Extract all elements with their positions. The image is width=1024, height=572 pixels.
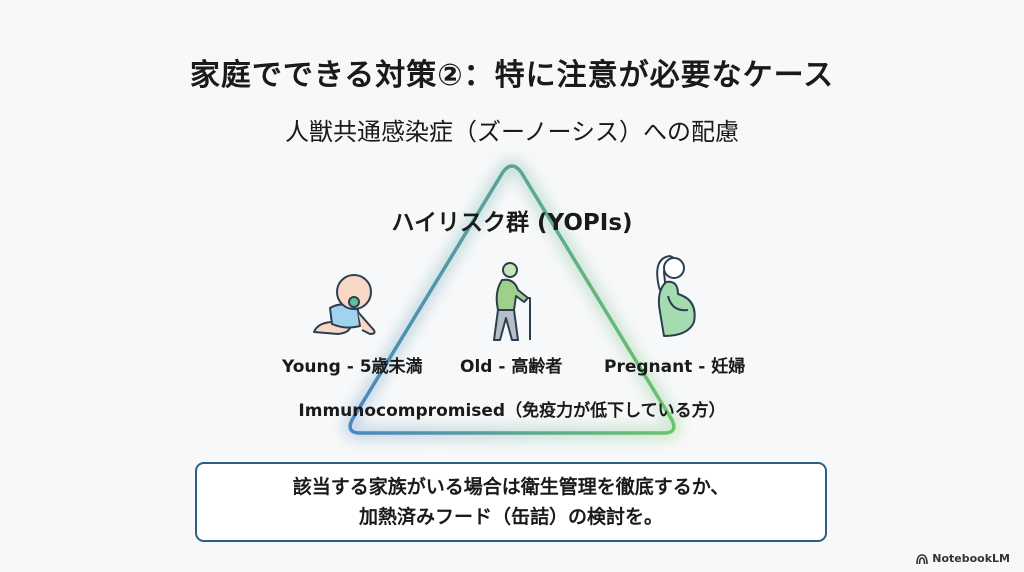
pregnant-icon — [656, 255, 696, 337]
slide-subtitle: 人獣共通感染症（ズーノーシス）への配慮 — [284, 118, 740, 146]
group-label-young: Young - 5歳未満 — [282, 357, 423, 377]
notebooklm-logo-icon — [916, 553, 929, 564]
group-label-pregnant: Pregnant - 妊婦 — [604, 357, 746, 377]
slide-title: 家庭でできる対策②：特に注意が必要なケース — [189, 58, 835, 93]
advice-box: 該当する家族がいる場合は衛生管理を徹底するか、 加熱済みフード（缶詰）の検討を。 — [195, 462, 827, 542]
elderly-icon — [493, 262, 531, 341]
high-risk-group-title: ハイリスク群 (YOPIs) — [391, 210, 633, 236]
group-label-old: Old - 高齢者 — [460, 357, 563, 377]
immunocompromised-label: Immunocompromised（免疫力が低下している方） — [298, 401, 726, 421]
advice-line-2: 加熱済みフード（缶詰）の検討を。 — [358, 506, 663, 528]
advice-line-1: 該当する家族がいる場合は衛生管理を徹底するか、 — [292, 476, 730, 498]
brand-name: NotebookLM — [932, 552, 1010, 565]
notebooklm-branding: NotebookLM — [916, 552, 1010, 565]
baby-icon — [313, 274, 376, 335]
